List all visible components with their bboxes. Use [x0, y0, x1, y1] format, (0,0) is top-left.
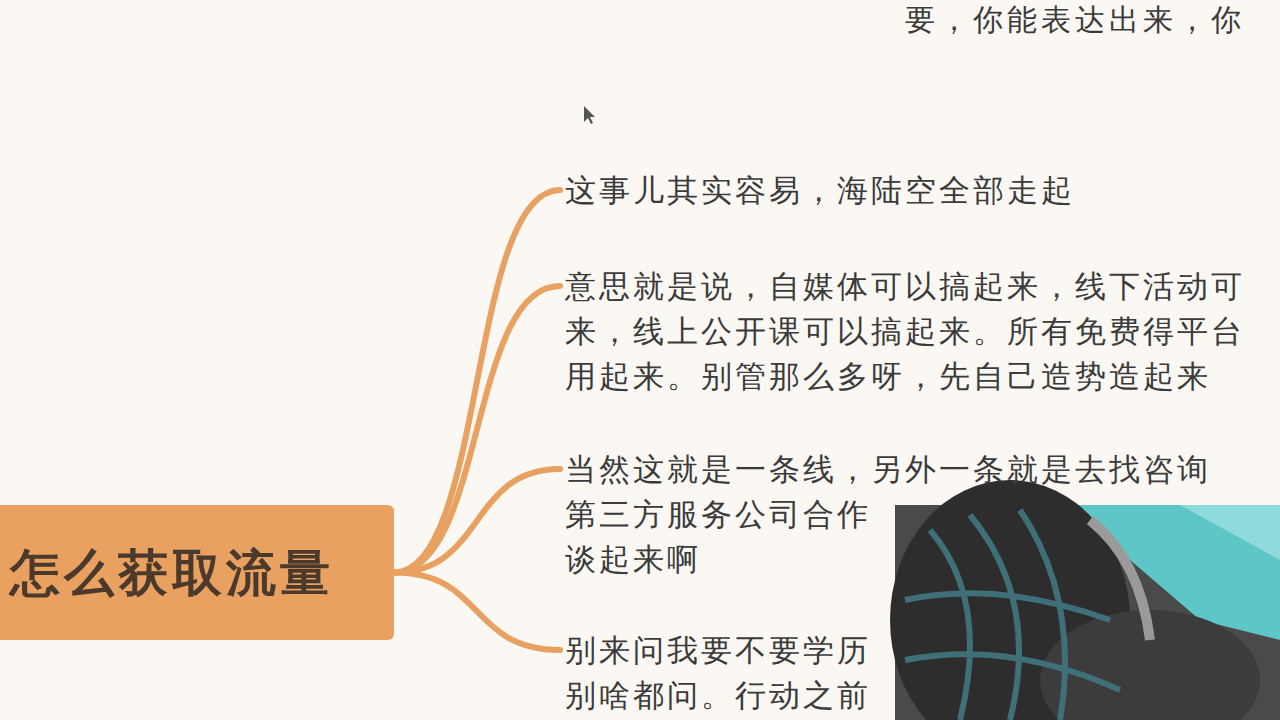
branch-line — [394, 190, 560, 573]
topic-tag: 怎么获取流量 — [0, 505, 394, 640]
branch-note: 意思就是说，自媒体可以搞起来，线下活动可 来，线上公开课可以搞起来。所有免费得平… — [565, 264, 1280, 399]
branch-note: 这事儿其实容易，海陆空全部走起 — [565, 168, 1280, 213]
branch-line — [394, 573, 560, 651]
branch-line — [394, 469, 560, 573]
branch-note: 当然这就是一条线，另外一条就是去找咨询 第三方服务公司合作 谈起来啊 — [565, 447, 1280, 582]
branch-text: 别来问我要不要学历 别啥都问。行动之前 — [560, 628, 1280, 718]
branch-text: 这事儿其实容易，海陆空全部走起 — [560, 168, 1280, 213]
branch-text: 当然这就是一条线，另外一条就是去找咨询 第三方服务公司合作 谈起来啊 — [560, 447, 1280, 582]
mouse-cursor — [584, 106, 595, 124]
branch-text: 意思就是说，自媒体可以搞起来，线下活动可 来，线上公开课可以搞起来。所有免费得平… — [560, 264, 1280, 399]
topic-title: 怎么获取流量 — [10, 543, 334, 603]
webcam-photo — [890, 480, 1280, 720]
note-text: 要，你能表达出来，你 — [905, 2, 1245, 38]
branch-line — [394, 286, 560, 573]
branch-note: 别来问我要不要学历 别啥都问。行动之前 — [565, 628, 1280, 718]
